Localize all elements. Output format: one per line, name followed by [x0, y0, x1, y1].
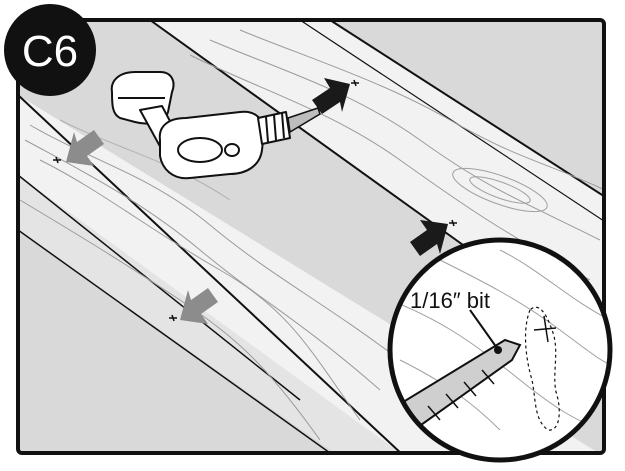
- step-label: C6: [22, 27, 78, 76]
- step-badge: C6: [4, 4, 96, 96]
- bit-size-label: 1/16″ bit: [410, 288, 490, 313]
